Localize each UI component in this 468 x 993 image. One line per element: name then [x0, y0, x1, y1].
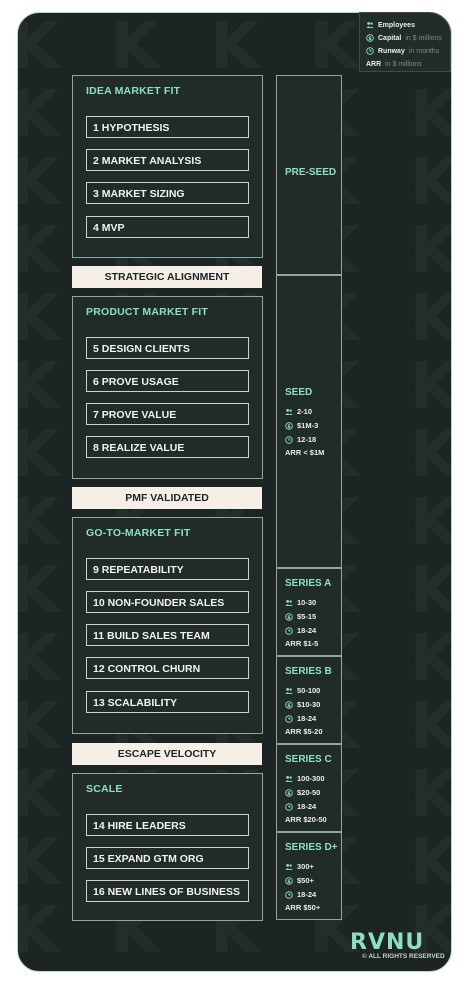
clock-icon	[366, 47, 374, 55]
svg-text:$: $	[368, 36, 372, 42]
dollar-coin-icon: $	[285, 421, 293, 430]
stat-runway: 12-18	[285, 434, 316, 445]
people-icon	[285, 863, 293, 871]
clock-icon	[285, 890, 293, 899]
svg-text:$: $	[287, 703, 291, 709]
stage-series-b: SERIES B 50-100 $$10-30 18-24 ARR $5-20	[276, 656, 342, 744]
stat-capital: $$50+	[285, 875, 314, 886]
dollar-coin-icon: $	[285, 612, 293, 621]
section-title: IDEA MARKET FIT	[86, 85, 181, 97]
section-title: SCALE	[86, 783, 123, 795]
stage-series-c: SERIES C 100-300 $$20-50 18-24 ARR $20-5…	[276, 744, 342, 832]
step-item: 14 HIRE LEADERS	[86, 814, 249, 836]
stage-title: SERIES A	[285, 578, 332, 589]
dollar-coin-icon: $	[285, 788, 293, 797]
stat-runway: 18-24	[285, 713, 316, 724]
dollar-coin-icon: $	[285, 876, 293, 885]
section-title: PRODUCT MARKET FIT	[86, 306, 209, 318]
svg-text:$: $	[287, 424, 291, 430]
stat-arr: ARR $20-50	[285, 815, 327, 824]
stat-arr: ARR $5-20	[285, 727, 323, 736]
milestone-strategic-alignment: STRATEGIC ALIGNMENT	[72, 266, 262, 288]
legend-employees: Employees	[366, 19, 415, 31]
step-item: 9 REPEATABILITY	[86, 558, 249, 580]
step-item: 13 SCALABILITY	[86, 691, 249, 713]
stat-employees: 100-300	[285, 773, 325, 784]
milestone-escape-velocity: ESCAPE VELOCITY	[72, 743, 262, 765]
stat-arr: ARR < $1M	[285, 448, 325, 457]
stat-runway: 18-24	[285, 889, 316, 900]
stat-employees: 10-30	[285, 597, 316, 608]
step-item: 15 EXPAND GTM ORG	[86, 847, 249, 869]
step-item: 3 MARKET SIZING	[86, 182, 249, 204]
step-item: 2 MARKET ANALYSIS	[86, 149, 249, 171]
step-item: 16 NEW LINES OF BUSINESS	[86, 880, 249, 902]
stat-runway: 18-24	[285, 801, 316, 812]
svg-text:$: $	[287, 615, 291, 621]
clock-icon	[285, 714, 293, 723]
milestone-pmf-validated: PMF VALIDATED	[72, 487, 262, 509]
clock-icon	[285, 626, 293, 635]
dollar-coin-icon: $	[285, 700, 293, 709]
step-item: 5 DESIGN CLIENTS	[86, 337, 249, 359]
step-item: 4 MVP	[86, 216, 249, 238]
stat-capital: $$5-15	[285, 611, 316, 622]
dollar-coin-icon: $	[366, 34, 374, 42]
svg-text:$: $	[287, 879, 291, 885]
stage-series-a: SERIES A 10-30 $$5-15 18-24 ARR $1-5	[276, 568, 342, 656]
clock-icon	[285, 802, 293, 811]
step-item: 6 PROVE USAGE	[86, 370, 249, 392]
stat-arr: ARR $1-5	[285, 639, 319, 648]
stage-pre-seed: PRE-SEED	[276, 75, 342, 275]
section-title: GO-TO-MARKET FIT	[86, 527, 191, 539]
stat-capital: $$20-50	[285, 787, 320, 798]
stage-title: SEED	[285, 387, 313, 398]
clock-icon	[285, 435, 293, 444]
step-item: 1 HYPOTHESIS	[86, 116, 249, 138]
brand-logo: RVNU	[350, 930, 425, 955]
stat-capital: $$10-30	[285, 699, 320, 710]
section-go-to-market-fit: GO-TO-MARKET FIT 9 REPEATABILITY 10 NON-…	[72, 517, 263, 734]
stage-title: SERIES D+	[285, 842, 338, 853]
stat-employees: 50-100	[285, 685, 320, 696]
stat-employees: 2-10	[285, 406, 312, 417]
stat-runway: 18-24	[285, 625, 316, 636]
stat-arr: ARR $50+	[285, 903, 321, 912]
step-item: 8 REALIZE VALUE	[86, 436, 249, 458]
stage-seed: SEED 2-10 $$1M-3 12-18 ARR < $1M	[276, 275, 342, 568]
people-icon	[285, 408, 293, 416]
stage-title: SERIES C	[285, 754, 332, 765]
stat-employees: 300+	[285, 861, 314, 872]
people-icon	[285, 775, 293, 783]
stage-title: SERIES B	[285, 666, 332, 677]
stat-capital: $$1M-3	[285, 420, 318, 431]
step-item: 10 NON-FOUNDER SALES	[86, 591, 249, 613]
copyright-text: © ALL RIGHTS RESERVED	[362, 953, 445, 960]
people-icon	[285, 599, 293, 607]
section-scale: SCALE 14 HIRE LEADERS 15 EXPAND GTM ORG …	[72, 773, 263, 921]
stage-title: PRE-SEED	[285, 167, 337, 178]
people-icon	[366, 21, 374, 29]
step-item: 11 BUILD SALES TEAM	[86, 624, 249, 646]
section-idea-market-fit: IDEA MARKET FIT 1 HYPOTHESIS 2 MARKET AN…	[72, 75, 263, 258]
people-icon	[285, 687, 293, 695]
section-product-market-fit: PRODUCT MARKET FIT 5 DESIGN CLIENTS 6 PR…	[72, 296, 263, 479]
svg-text:$: $	[287, 791, 291, 797]
step-item: 7 PROVE VALUE	[86, 403, 249, 425]
step-item: 12 CONTROL CHURN	[86, 657, 249, 679]
stage-series-d: SERIES D+ 300+ $$50+ 18-24 ARR $50+	[276, 832, 342, 920]
